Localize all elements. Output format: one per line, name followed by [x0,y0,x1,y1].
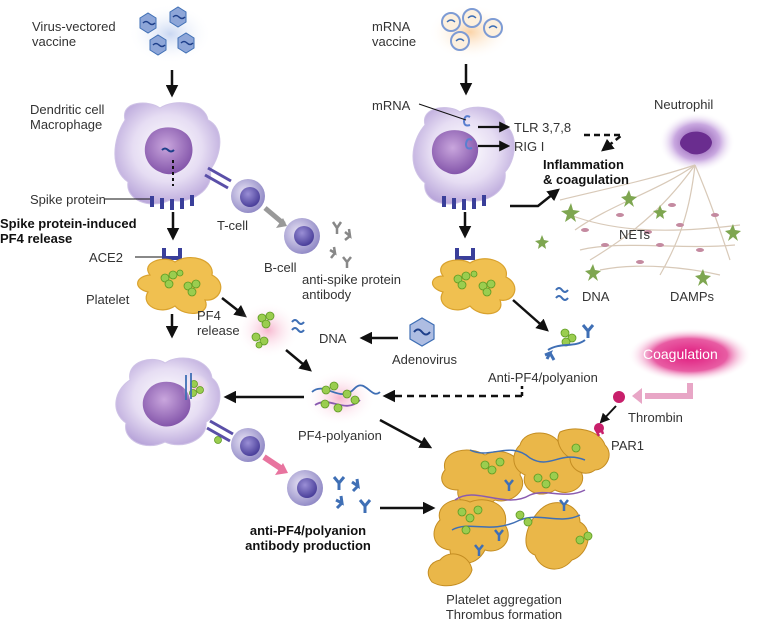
mrna-vaccine-line-2: vaccine [372,34,417,49]
coagulation-blob [628,328,752,382]
dna-right-icon [555,287,569,301]
rig-label: RIG I [514,139,545,154]
anti-pf4-polyanion-label: Anti-PF4/polyanion [488,370,598,385]
macrophage-label: Macrophage [30,117,103,132]
neutrophil-icon [659,112,735,172]
anti-spike-antibody-label: anti-spike protein antibody [302,272,401,302]
platelet-left-icon [137,257,222,314]
b-cell-lower-icon [287,470,323,506]
arrow-thrombin-to-par1 [599,405,617,424]
mrna-leader [418,103,467,121]
thrombin-label: Thrombin [628,410,683,425]
b-cell-icon [284,218,320,254]
mrna-vaccine-icon [428,4,512,60]
arrow-coagulation-to-thrombin [645,383,693,399]
pf4-release-icon [236,302,305,358]
arrow-complex-to-aggregation [379,418,433,449]
t-cell-lower-icon [231,428,265,462]
b-cell-label: B-cell [264,260,297,275]
anti-spike-line-1: anti-spike protein [302,272,401,287]
spike-pf4-release-line-1: Spike protein-induced [0,216,137,231]
anti-spike-antibody-icon [329,221,352,268]
tlr-label: TLR 3,7,8 [514,120,572,135]
pf4-polyanion-label: PF4-polyanion [298,428,382,443]
dna-right-label: DNA [582,289,610,304]
arrow-dc-to-inflammation [510,188,560,208]
dendritic-macrophage-label: Dendritic cell Macrophage [30,102,104,132]
anti-spike-line-2: antibody [302,287,352,302]
arrow-t-to-b-lower [262,454,284,472]
arrow-platelet-to-pf4 [221,297,247,318]
platelet-right-icon [431,258,516,315]
arrow-platelet-right-to-antipf4 [512,299,549,332]
spike-pf4-release-label: Spike protein-induced PF4 release [0,216,137,246]
virus-vectored-vaccine-line-2: vaccine [32,34,77,49]
pf4-release-line-1: PF4 [197,308,221,323]
virus-vectored-vaccine-line-1: Virus-vectored [32,19,116,34]
ace2-receptor-icon [135,248,182,260]
nets-label: NETs [619,227,651,242]
adenovirus-label: Adenovirus [392,352,458,367]
virus-vectored-vaccine-label: Virus-vectored vaccine [32,19,116,49]
dendritic-cell-left [114,102,232,210]
ace2-label: ACE2 [89,250,123,265]
mrna-vaccine-label: mRNA vaccine [372,19,416,49]
mrna-label: mRNA [372,98,411,113]
damps-star-icons [535,190,741,286]
spike-pf4-release-line-2: PF4 release [0,231,73,246]
mrna-vaccine-line-1: mRNA [372,19,411,34]
receptor-right-icon [455,248,475,260]
neutrophil-label: Neutrophil [654,97,714,112]
dendritic-cell-right [412,106,515,210]
nets-particles-icon [581,203,719,264]
platelet-aggregation-line-1: Platelet aggregation [446,592,562,607]
inflammation-label: Inflammation & coagulation [543,157,629,187]
inflammation-line-1: Inflammation [543,157,624,172]
anti-pf4-polyanion-icon [544,324,595,361]
virus-vectored-vaccine-icon [128,4,212,64]
apc-lower-left [115,357,234,447]
platelet-label: Platelet [86,292,130,307]
damps-label: DAMPs [670,289,715,304]
dna-mid-label: DNA [319,331,347,346]
antibody-production-line-1: anti-PF4/polyanion [249,523,367,538]
platelet-aggregation-label: Platelet aggregation Thrombus formation [434,592,574,622]
dendritic-label: Dendritic cell [30,102,105,117]
coagulation-label: Coagulation [643,346,718,362]
pf4-release-label: PF4 release [197,308,240,338]
anti-pf4-antibody-icons [332,476,372,513]
thrombin-dot-icon [613,391,625,403]
adenovirus-icon [409,317,435,347]
arrow-pf4-to-complex [285,349,312,372]
pf4-polyanion-complex-icon [304,370,381,426]
inflammation-line-2: & coagulation [543,172,629,187]
platelet-aggregation-line-2: Thrombus formation [445,607,563,622]
spike-protein-label: Spike protein [30,192,106,207]
par1-label: PAR1 [611,438,644,453]
t-cell-icon [231,179,265,213]
t-cell-label: T-cell [217,218,249,233]
platelet-aggregation-icon [427,423,610,587]
pf4-release-line-2: release [197,323,240,338]
antibody-production-label: anti-PF4/polyanion antibody production [238,523,378,553]
arrow-tlr-to-inflammation [584,133,626,152]
antibody-production-line-2: antibody production [245,538,371,553]
